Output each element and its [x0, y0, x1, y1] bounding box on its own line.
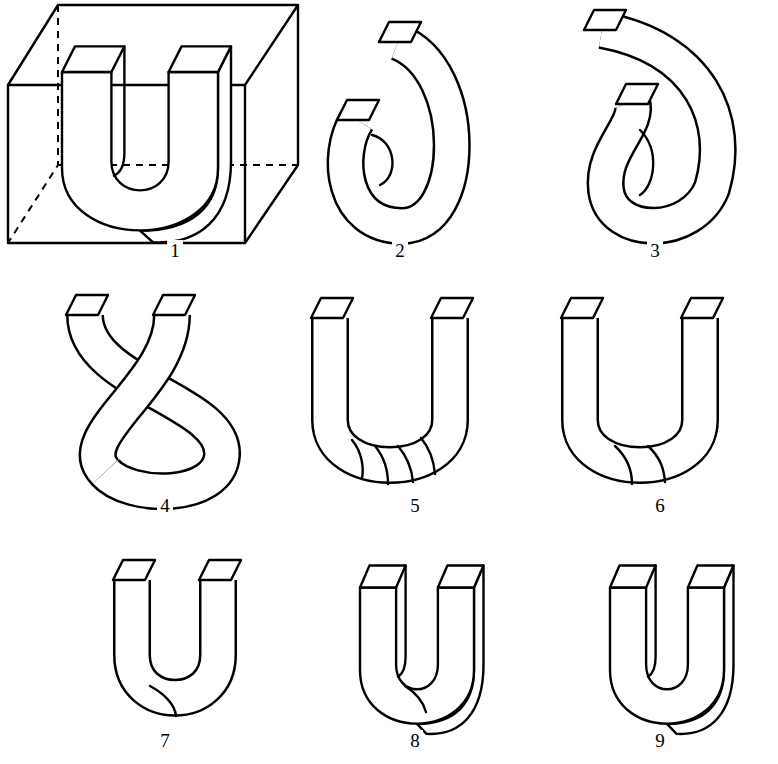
figure-number: 8 — [407, 730, 423, 751]
looped-bar — [584, 10, 718, 226]
bar-fill — [580, 318, 700, 465]
twisted-bar — [311, 298, 473, 484]
bar-end — [584, 10, 626, 30]
figure-number: 4 — [157, 495, 173, 516]
twist-lines — [405, 686, 426, 712]
bar-outline — [132, 580, 218, 698]
bar-end — [311, 298, 353, 318]
bar-outline — [346, 42, 452, 226]
bar-end — [379, 22, 421, 42]
u-bar — [610, 566, 734, 734]
box-figure — [8, 5, 298, 243]
bar-end — [199, 560, 241, 580]
figure-number: 1 — [167, 240, 183, 261]
bar-end — [561, 298, 603, 318]
bar-outline — [602, 30, 718, 226]
bar-end — [431, 298, 473, 318]
twist-lines — [615, 446, 665, 484]
bar-outline — [85, 315, 222, 491]
twist-lines — [150, 686, 176, 716]
figure-eight-bar — [66, 295, 222, 491]
bar-end — [337, 100, 379, 120]
bar-outline — [330, 318, 450, 465]
figure-number: 6 — [652, 495, 668, 516]
bar-fill — [132, 580, 218, 698]
bar-outline — [580, 318, 700, 465]
figure-number: 7 — [157, 730, 173, 751]
figure-number: 5 — [407, 495, 423, 516]
bar-end — [113, 560, 155, 580]
fold-line — [640, 130, 653, 195]
bar-fill — [85, 315, 222, 491]
bar-end — [681, 298, 723, 318]
bar-fill — [330, 318, 450, 465]
bar-end — [616, 84, 658, 104]
bar-fill — [98, 315, 172, 472]
u-bar — [62, 46, 231, 242]
bar-outline — [98, 315, 172, 472]
bar-end — [66, 295, 108, 315]
figure-number: 9 — [652, 730, 668, 751]
bar-fill — [346, 42, 452, 226]
bar-fill — [602, 30, 718, 226]
box-outline — [8, 5, 298, 243]
twisted-bar — [113, 560, 241, 716]
looped-bar — [337, 22, 452, 226]
hidden-edges — [8, 5, 298, 243]
u-bar — [360, 566, 484, 734]
twisted-bar — [561, 298, 723, 484]
twist-lines — [352, 438, 435, 484]
figure-number: 3 — [647, 240, 663, 261]
figure-number: 2 — [392, 240, 408, 261]
bar-end — [153, 295, 195, 315]
fold-line — [372, 135, 392, 185]
u-bar — [360, 566, 484, 734]
